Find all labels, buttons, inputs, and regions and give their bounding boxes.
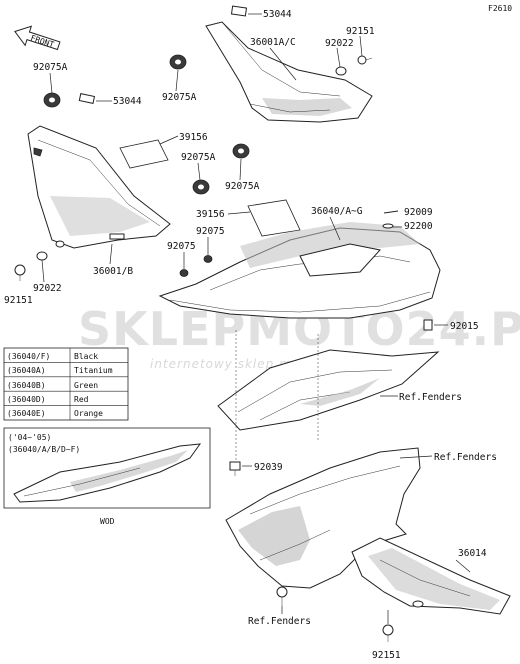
pad-39156-upper xyxy=(119,139,169,169)
label-39156-mid: 39156 xyxy=(196,209,225,220)
grommet-53044-top xyxy=(230,5,248,17)
color-name-3: Red xyxy=(74,395,89,404)
color-name-1: Titanium xyxy=(74,366,113,375)
color-code-4: (36040E) xyxy=(7,409,46,418)
label-ref-fenders-1: Ref.Fenders xyxy=(399,392,462,403)
label-36001b: 36001/B xyxy=(93,266,133,277)
label-92009: 92009 xyxy=(404,207,433,218)
inner-undertray xyxy=(217,349,440,431)
screw-92151-top xyxy=(357,55,373,65)
clip-92039 xyxy=(229,461,241,476)
side-cover-right xyxy=(205,21,373,123)
label-92075-b: 92075 xyxy=(167,241,196,252)
label-53044-left: 53044 xyxy=(113,96,142,107)
figure-code: F2610 xyxy=(488,4,512,13)
color-code-3: (36040D) xyxy=(7,395,46,404)
screw-92009 xyxy=(383,210,399,214)
color-code-0: (36040/F) xyxy=(7,352,50,361)
inset-caption: WOD xyxy=(100,517,115,526)
washer-92200 xyxy=(382,223,394,229)
color-name-2: Green xyxy=(74,381,98,390)
washer-92022-left xyxy=(36,251,48,261)
label-36040: 36040/A~G xyxy=(311,206,363,217)
tail-cover xyxy=(158,222,441,319)
label-36014: 36014 xyxy=(458,548,487,559)
rear-fender-cover xyxy=(225,447,421,589)
label-39156-left: 39156 xyxy=(179,132,208,143)
grommet-53044-left xyxy=(78,93,96,104)
label-92075-a: 92075 xyxy=(196,226,225,237)
label-36001ac: 36001A/C xyxy=(250,37,296,48)
grommet-92075a-lower xyxy=(192,179,210,195)
label-92075a-lower: 92075A xyxy=(181,152,216,163)
label-92151-top: 92151 xyxy=(346,26,375,37)
label-92151-left: 92151 xyxy=(4,295,33,306)
screw-92151-left xyxy=(14,264,26,281)
label-92075a-left: 92075A xyxy=(33,62,68,73)
label-92075a-mid: 92075A xyxy=(162,92,197,103)
label-92022-top: 92022 xyxy=(325,38,354,49)
inset-box: ('04~'05) (36040/A/B/D~F) xyxy=(3,427,211,509)
side-cover-left xyxy=(27,125,171,249)
label-53044-top: 53044 xyxy=(263,9,292,20)
label-92200: 92200 xyxy=(404,221,433,232)
inset-years: ('04~'05) xyxy=(8,433,51,442)
front-arrow-icon: FRONT xyxy=(14,25,61,51)
washer-92022-top xyxy=(335,66,347,76)
color-code-2: (36040B) xyxy=(7,381,46,390)
screw-ref-fenders-3 xyxy=(276,586,288,606)
grommet-92075-a xyxy=(203,255,213,263)
label-92015: 92015 xyxy=(450,321,479,332)
label-92022-left: 92022 xyxy=(33,283,62,294)
grommet-92075a-upper xyxy=(169,54,187,70)
color-table: (36040/F) Black (36040A) Titanium (36040… xyxy=(3,347,129,421)
label-92039: 92039 xyxy=(254,462,283,473)
clip-92015 xyxy=(423,319,433,331)
color-code-1: (36040A) xyxy=(7,366,46,375)
color-name-0: Black xyxy=(74,352,98,361)
chain-guard-36014 xyxy=(351,537,511,615)
label-ref-fenders-3: Ref.Fenders xyxy=(248,616,311,627)
color-name-4: Orange xyxy=(74,409,103,418)
screw-92151-bottom xyxy=(382,624,394,642)
grommet-92075-b xyxy=(179,269,189,277)
grommet-92075a-right xyxy=(232,143,250,159)
front-label: FRONT xyxy=(29,33,55,49)
label-92151-bottom: 92151 xyxy=(372,650,401,661)
label-ref-fenders-2: Ref.Fenders xyxy=(434,452,497,463)
grommet-92075a-left xyxy=(43,92,61,108)
pad-39156-mid xyxy=(247,199,301,237)
label-92075a-right: 92075A xyxy=(225,181,260,192)
inset-parts: (36040/A/B/D~F) xyxy=(8,445,80,454)
